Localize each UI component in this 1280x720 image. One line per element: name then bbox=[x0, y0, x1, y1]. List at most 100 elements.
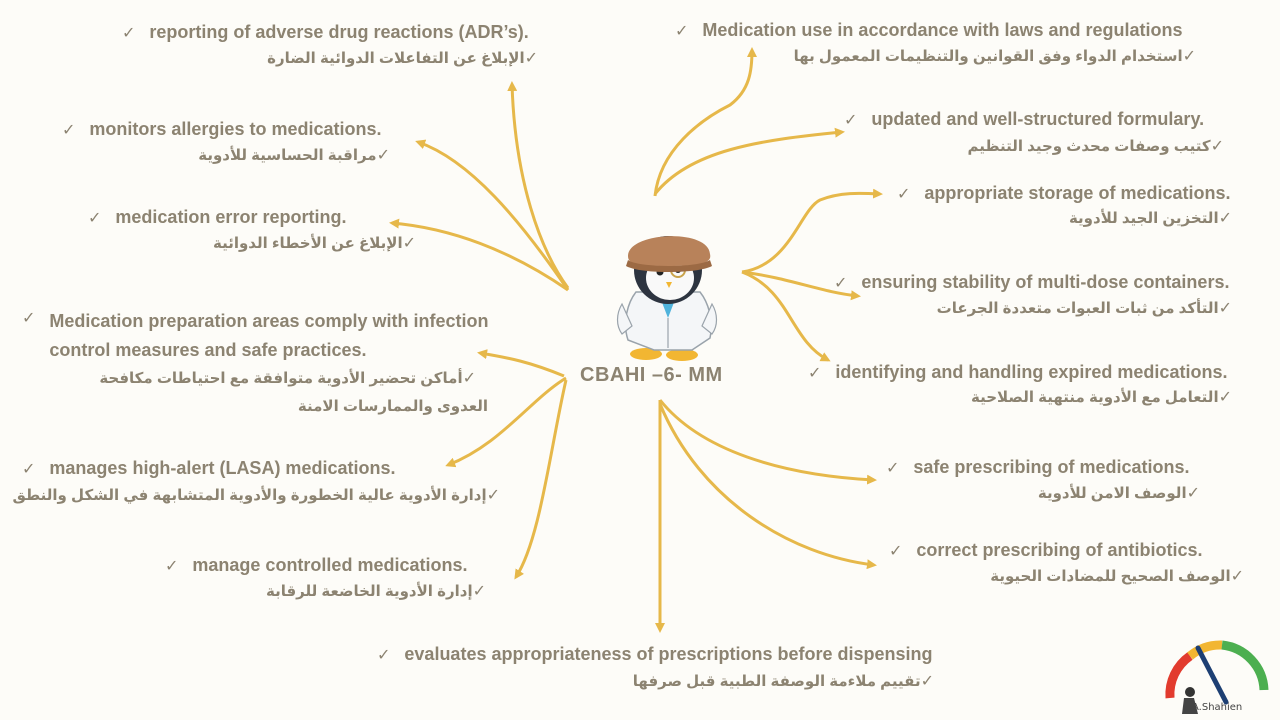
list-item-ar: ✓كتيب وصفات محدث وجيد التنظيم bbox=[967, 136, 1236, 158]
list-item-ar: ✓أماكن تحضير الأدوية متوافقة مع احتياطات… bbox=[48, 365, 488, 421]
item-text-en: manage controlled medications. bbox=[192, 555, 468, 575]
checkmark-icon: ✓ bbox=[22, 461, 36, 478]
list-item: ✓ safe prescribing of medications. bbox=[886, 455, 1189, 481]
item-text-ar: تقييم ملاءمة الوصفة الطبية قبل صرفها bbox=[632, 673, 921, 690]
checkmark-icon: ✓ bbox=[897, 186, 911, 203]
checkmark-icon: ✓ bbox=[524, 50, 538, 67]
list-item-ar: ✓التأكد من ثبات العبوات متعددة الجرعات bbox=[937, 298, 1244, 320]
arrow-right-1 bbox=[653, 47, 757, 197]
checkmark-icon: ✓ bbox=[886, 460, 900, 477]
item-text-en: ensuring stability of multi-dose contain… bbox=[861, 272, 1230, 292]
checkmark-icon: ✓ bbox=[1186, 485, 1200, 502]
checkmark-icon: ✓ bbox=[1210, 138, 1224, 155]
list-item: ✓ Medication preparation areas comply wit… bbox=[22, 307, 509, 365]
list-item: ✓ evaluates appropriateness of prescripti… bbox=[377, 642, 933, 668]
item-text-en: correct prescribing of antibiotics. bbox=[916, 540, 1203, 560]
checkmark-icon: ✓ bbox=[675, 23, 689, 40]
checkmark-icon: ✓ bbox=[834, 275, 848, 292]
arrow-left-6 bbox=[514, 379, 568, 580]
list-item-ar: ✓الوصف الصحيح للمضادات الحيوية bbox=[990, 566, 1256, 588]
checkmark-icon: ✓ bbox=[165, 558, 179, 575]
item-text-en: identifying and handling expired medicat… bbox=[835, 362, 1228, 382]
item-text-en: reporting of adverse drug reactions (ADR… bbox=[149, 22, 529, 42]
checkmark-icon: ✓ bbox=[472, 583, 486, 600]
list-item: ✓ monitors allergies to medications. bbox=[62, 117, 381, 143]
list-item: ✓ medication error reporting. bbox=[88, 205, 346, 231]
item-text-en: evaluates appropriateness of prescriptio… bbox=[404, 644, 933, 664]
item-text-ar: كتيب وصفات محدث وجيد التنظيم bbox=[967, 138, 1211, 155]
item-text-en: updated and well-structured formulary. bbox=[871, 109, 1205, 129]
list-item: ✓ updated and well-structured formulary. bbox=[844, 107, 1204, 133]
list-item: ✓ Medication use in accordance with laws … bbox=[675, 18, 1183, 44]
checkmark-icon: ✓ bbox=[376, 147, 390, 164]
speedometer-logo bbox=[1165, 640, 1269, 714]
item-text-ar: إدارة الأدوية الخاضعة للرقابة bbox=[266, 583, 473, 600]
list-item-ar: ✓إدارة الأدوية الخاضعة للرقابة bbox=[266, 581, 498, 603]
checkmark-icon: ✓ bbox=[122, 25, 136, 42]
list-item-ar: ✓التخزين الجيد للأدوية bbox=[1069, 208, 1244, 230]
item-text-en: Medication preparation areas comply with… bbox=[49, 311, 489, 360]
list-item-ar: ✓تقييم ملاءمة الوصفة الطبية قبل صرفها bbox=[633, 671, 946, 693]
checkmark-icon: ✓ bbox=[920, 673, 934, 690]
checkmark-icon: ✓ bbox=[1218, 389, 1232, 406]
arrow-left-4 bbox=[477, 349, 565, 378]
list-item-ar: ✓الإبلاغ عن الأخطاء الدوائية bbox=[213, 233, 428, 255]
checkmark-icon: ✓ bbox=[22, 310, 36, 327]
checkmark-icon: ✓ bbox=[808, 365, 822, 382]
arrow-right-6 bbox=[658, 399, 877, 485]
item-text-ar: الوصف الصحيح للمضادات الحيوية bbox=[990, 568, 1231, 585]
item-text-ar: استخدام الدواء وفق القوانين والتنظيمات ا… bbox=[793, 48, 1183, 65]
checkmark-icon: ✓ bbox=[486, 487, 500, 504]
penguin-pharmacist-mascot bbox=[616, 236, 718, 361]
list-item-ar: ✓إدارة الأدوية عالية الخطورة والأدوية ال… bbox=[13, 485, 512, 507]
list-item: ✓ manages high-alert (LASA) medications. bbox=[22, 456, 395, 482]
item-text-ar: التأكد من ثبات العبوات متعددة الجرعات bbox=[936, 300, 1219, 317]
arrow-left-1 bbox=[507, 81, 570, 289]
list-item-ar: ✓مراقبة الحساسية للأدوية bbox=[198, 145, 402, 167]
item-text-ar: مراقبة الحساسية للأدوية bbox=[198, 147, 377, 164]
item-text-en: safe prescribing of medications. bbox=[913, 457, 1190, 477]
list-item: ✓ correct prescribing of antibiotics. bbox=[889, 538, 1202, 564]
checkmark-icon: ✓ bbox=[844, 112, 858, 129]
arrow-right-2 bbox=[653, 127, 845, 195]
checkmark-icon: ✓ bbox=[88, 210, 102, 227]
checkmark-icon: ✓ bbox=[402, 235, 416, 252]
logo-label: A.Shahien bbox=[1192, 702, 1243, 713]
arrow-right-7 bbox=[658, 403, 877, 570]
checkmark-icon: ✓ bbox=[1230, 568, 1244, 585]
checkmark-icon: ✓ bbox=[889, 543, 903, 560]
item-text-en: monitors allergies to medications. bbox=[89, 119, 382, 139]
arrow-right-5 bbox=[741, 270, 831, 362]
list-item: ✓ identifying and handling expired medica… bbox=[808, 360, 1227, 386]
checkmark-icon: ✓ bbox=[1218, 210, 1232, 227]
item-text-en: manages high-alert (LASA) medications. bbox=[49, 458, 396, 478]
checkmark-icon: ✓ bbox=[462, 370, 476, 387]
list-item: ✓ appropriate storage of medications. bbox=[897, 181, 1230, 207]
arrow-left-5 bbox=[445, 376, 567, 468]
item-text-en: appropriate storage of medications. bbox=[924, 183, 1231, 203]
item-text-ar: الوصف الامن للأدوية bbox=[1037, 485, 1187, 502]
checkmark-icon: ✓ bbox=[1218, 300, 1232, 317]
checkmark-icon: ✓ bbox=[62, 122, 76, 139]
item-text-en: Medication use in accordance with laws a… bbox=[702, 20, 1183, 40]
item-text-ar: الإبلاغ عن التفاعلات الدوائية الضارة bbox=[267, 50, 525, 67]
item-text-ar: التخزين الجيد للأدوية bbox=[1068, 210, 1219, 227]
arrow-left-2 bbox=[415, 139, 570, 291]
item-text-ar: الإبلاغ عن الأخطاء الدوائية bbox=[212, 235, 403, 252]
list-item: ✓ reporting of adverse drug reactions (AD… bbox=[122, 20, 529, 46]
item-text-ar: إدارة الأدوية عالية الخطورة والأدوية الم… bbox=[12, 487, 487, 504]
checkmark-icon: ✓ bbox=[377, 647, 391, 664]
list-item-ar: ✓التعامل مع الأدوية منتهية الصلاحية bbox=[971, 387, 1244, 409]
arrow-right-3 bbox=[741, 188, 883, 274]
item-text-ar: أماكن تحضير الأدوية متوافقة مع احتياطات … bbox=[99, 370, 488, 415]
checkmark-icon: ✓ bbox=[1182, 48, 1196, 65]
arrow-left-3 bbox=[389, 218, 569, 292]
item-text-ar: التعامل مع الأدوية منتهية الصلاحية bbox=[971, 389, 1219, 406]
arrow-right-4 bbox=[741, 270, 861, 301]
list-item-ar: ✓استخدام الدواء وفق القوانين والتنظيمات … bbox=[794, 46, 1208, 68]
item-text-en: medication error reporting. bbox=[115, 207, 347, 227]
list-item: ✓ manage controlled medications. bbox=[165, 553, 467, 579]
central-topic-title: CBAHI –6- MM bbox=[580, 364, 723, 386]
list-item-ar: ✓الوصف الامن للأدوية bbox=[1038, 483, 1212, 505]
